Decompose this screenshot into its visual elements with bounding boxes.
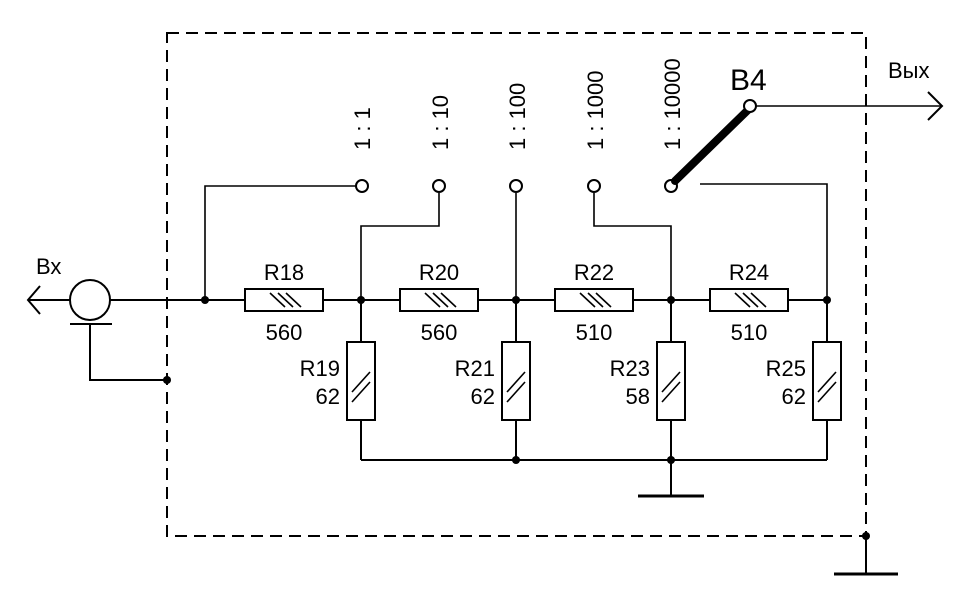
resistor-r18: R18 560	[244, 260, 324, 345]
resistor-r22-name: R22	[574, 260, 614, 285]
resistor-r25: R25 62	[766, 300, 842, 460]
ratio-labels: 1 : 1 1 : 10 1 : 100 1 : 1000 1 : 10000	[350, 58, 685, 150]
resistor-r25-value: 62	[782, 384, 806, 409]
resistor-r19: R19 62	[300, 300, 376, 460]
ratio-label-3: 1 : 100	[505, 83, 530, 150]
resistor-r24: R24 510	[709, 260, 789, 345]
ratio-label-1: 1 : 1	[350, 107, 375, 150]
resistor-r23-name: R23	[610, 356, 650, 381]
chassis-ground	[834, 532, 898, 576]
resistor-r23-value: 58	[626, 384, 650, 409]
contact-1-1000	[587, 179, 601, 193]
resistor-r19-name: R19	[300, 356, 340, 381]
resistor-r21-value: 62	[471, 384, 495, 409]
resistor-r21: R21 62	[455, 300, 531, 460]
switch-lever	[671, 99, 757, 185]
contact-1-1	[355, 179, 369, 193]
resistor-r25-name: R25	[766, 356, 806, 381]
shield-enclosure	[166, 32, 867, 537]
ratio-label-5: 1 : 10000	[660, 58, 685, 150]
switch-taps	[204, 183, 828, 300]
resistor-r20-name: R20	[419, 260, 459, 285]
switch-label: В4	[730, 64, 767, 97]
output-label: Вых	[888, 58, 930, 83]
resistor-r20-value: 560	[421, 320, 458, 345]
resistor-r21-name: R21	[455, 356, 495, 381]
output-connector	[756, 91, 944, 121]
input-label: Вх	[36, 254, 61, 279]
resistor-r18-name: R18	[264, 260, 304, 285]
resistor-r22-value: 510	[576, 320, 613, 345]
input-connector	[26, 279, 205, 384]
switch-contacts	[355, 179, 678, 193]
resistor-r18-value: 560	[266, 320, 303, 345]
contact-1-100	[509, 179, 523, 193]
resistor-r20: R20 560	[399, 260, 479, 345]
ratio-label-4: 1 : 1000	[583, 70, 608, 150]
resistor-r23: R23 58	[610, 300, 686, 460]
ground-rail	[361, 456, 827, 498]
resistor-r24-value: 510	[731, 320, 768, 345]
resistor-r24-name: R24	[729, 260, 769, 285]
resistor-r22: R22 510	[554, 260, 634, 345]
ratio-label-2: 1 : 10	[428, 95, 453, 150]
resistor-r19-value: 62	[316, 384, 340, 409]
contact-1-10	[432, 179, 446, 193]
